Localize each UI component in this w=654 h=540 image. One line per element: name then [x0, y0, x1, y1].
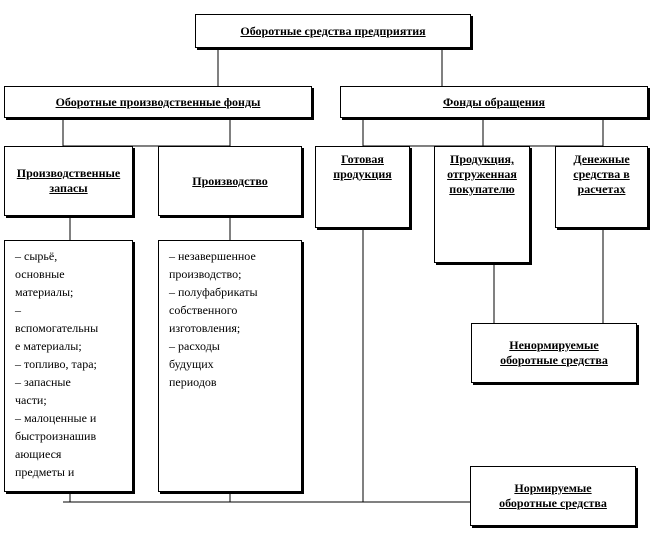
reserves-label: Производственные запасы — [16, 166, 121, 195]
production-label: Производство — [192, 173, 268, 188]
root-label: Оборотные средства предприятия — [240, 23, 426, 38]
finished-goods-label: Готовая продукция — [333, 152, 392, 181]
non-normalized-box: Ненормируемые оборотные средства — [471, 323, 637, 383]
non-normalized-label: Ненормируемые оборотные средства — [500, 338, 608, 367]
normalized-label: Нормируемые оборотные средства — [499, 481, 607, 510]
shipped-goods-box: Продукция, отгруженная покупателю — [434, 146, 530, 263]
production-box: Производство — [158, 146, 302, 216]
reserves-box: Производственные запасы — [4, 146, 133, 216]
circulation-funds-box: Фонды обращения — [340, 86, 648, 118]
finished-goods-box: Готовая продукция — [315, 146, 410, 228]
circulation-funds-label: Фонды обращения — [442, 94, 546, 109]
shipped-goods-label: Продукция, отгруженная покупателю — [447, 152, 517, 196]
reserves-list: – сырьё, основные материалы; – вспомогат… — [4, 240, 133, 492]
cash-box: Денежные средства в расчетах — [555, 146, 648, 228]
cash-label: Денежные средства в расчетах — [573, 152, 630, 196]
production-funds-label: Оборотные производственные фонды — [55, 94, 261, 109]
production-list: – незавершенное производство; – полуфабр… — [158, 240, 302, 492]
production-funds-box: Оборотные производственные фонды — [4, 86, 312, 118]
normalized-box: Нормируемые оборотные средства — [470, 466, 636, 526]
root-box: Оборотные средства предприятия — [195, 14, 471, 48]
